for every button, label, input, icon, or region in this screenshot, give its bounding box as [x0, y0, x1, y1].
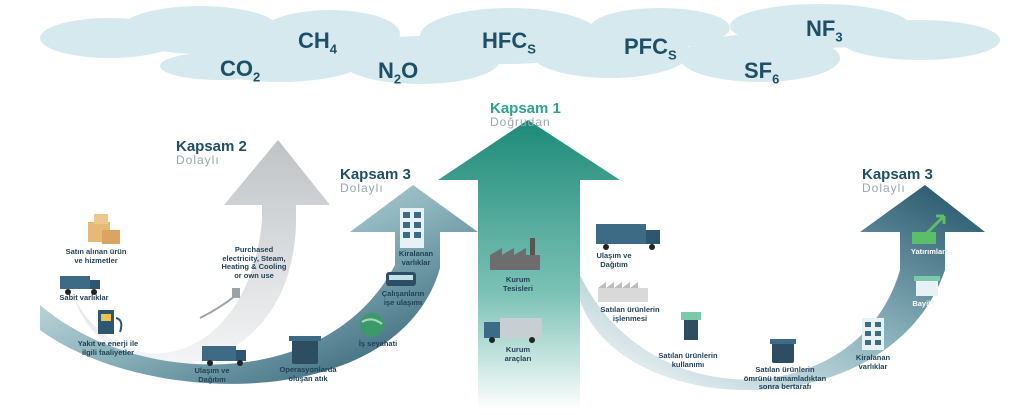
office-building-icon	[400, 208, 424, 248]
money-growth-icon	[912, 214, 946, 244]
scope2-heading: Kapsam 2 Dolaylı	[176, 138, 247, 167]
label-use-of-products: Satılan ürünlerin kullanımı	[658, 351, 718, 369]
company-truck-icon	[484, 318, 542, 343]
scope3-downstream-title: Kapsam 3	[862, 166, 933, 183]
label-commuting: Çalışanların işe ulaşımı	[381, 289, 425, 307]
label-capital-goods: Sabit varlıklar	[59, 293, 109, 302]
scope2-arrow	[75, 140, 330, 365]
scope1-subtitle: Doğrudan	[490, 115, 551, 129]
label-investments: Yatırımlar	[910, 247, 946, 256]
label-vehicles: Kurum araçları	[504, 345, 532, 363]
gas-sf6: SF6	[744, 58, 780, 87]
scope3-upstream-title: Kapsam 3	[340, 166, 411, 183]
scope3-upstream-heading: Kapsam 3 Dolaylı	[340, 166, 411, 195]
factory-icon	[490, 238, 540, 270]
plug-icon	[199, 288, 240, 319]
label-waste: Operasyonlarda oluşan atık	[279, 365, 337, 383]
label-end-of-life: Satılan ürünlerin ömrünü tamamladıktan s…	[743, 365, 827, 392]
cloud-band	[40, 4, 1000, 84]
store-icon	[914, 276, 940, 296]
truck-capital-icon	[60, 276, 100, 295]
scope3-downstream-subtitle: Dolaylı	[862, 181, 906, 195]
truck-upstream-icon	[202, 346, 246, 366]
gas-n2o: N2O	[378, 58, 419, 87]
scope1-title: Kapsam 1	[490, 100, 561, 117]
label-downstream-transport: Ulaşım ve Dağıtım	[596, 251, 632, 269]
globe-plane-icon	[360, 313, 384, 337]
label-leased-assets-upstream: Kiralanan varlıklar	[398, 249, 434, 267]
gas-nf3: NF3	[806, 16, 843, 45]
gas-pfcs: PFCS	[624, 34, 677, 63]
label-purchased-goods: Satın alınan ürün ve hizmetler	[65, 247, 127, 265]
lamp-icon	[681, 312, 701, 340]
gas-ch4: CH4	[298, 28, 338, 57]
processing-factory-icon	[598, 282, 648, 302]
trash-bin-icon	[289, 336, 321, 364]
scope2-subtitle: Dolaylı	[176, 153, 220, 167]
boxes-icon	[88, 214, 120, 244]
scope3-upstream-subtitle: Dolaylı	[340, 181, 384, 195]
label-facilities: Kurum Tesisleri	[503, 275, 533, 293]
leased-building-icon	[862, 318, 884, 350]
label-purchased-electricity: Purchased electricity, Steam, Heating & …	[221, 245, 287, 280]
gas-hfcs: HFCS	[482, 28, 536, 57]
fuel-pump-icon	[98, 310, 123, 334]
downstream-truck-icon	[596, 224, 660, 250]
label-fuel-energy: Yakıt ve enerji ile ilgili faaliyetler	[77, 339, 139, 357]
gas-co2: CO2	[220, 56, 261, 85]
bus-icon	[386, 272, 416, 286]
label-franchises: Bayilikler	[912, 299, 946, 308]
recycle-bin-icon	[770, 339, 796, 363]
label-business-travel: İş seyahati	[358, 339, 398, 348]
scope1-heading: Kapsam 1 Doğrudan	[490, 100, 561, 129]
label-leased-assets-downstream: Kiralanan varlıklar	[855, 353, 891, 371]
scope3-downstream-heading: Kapsam 3 Dolaylı	[862, 166, 933, 195]
label-upstream-transport: Ulaşım ve Dağıtım	[194, 366, 230, 384]
label-processing: Satılan ürünlerin işlenmesi	[600, 305, 660, 323]
scope2-title: Kapsam 2	[176, 138, 247, 155]
